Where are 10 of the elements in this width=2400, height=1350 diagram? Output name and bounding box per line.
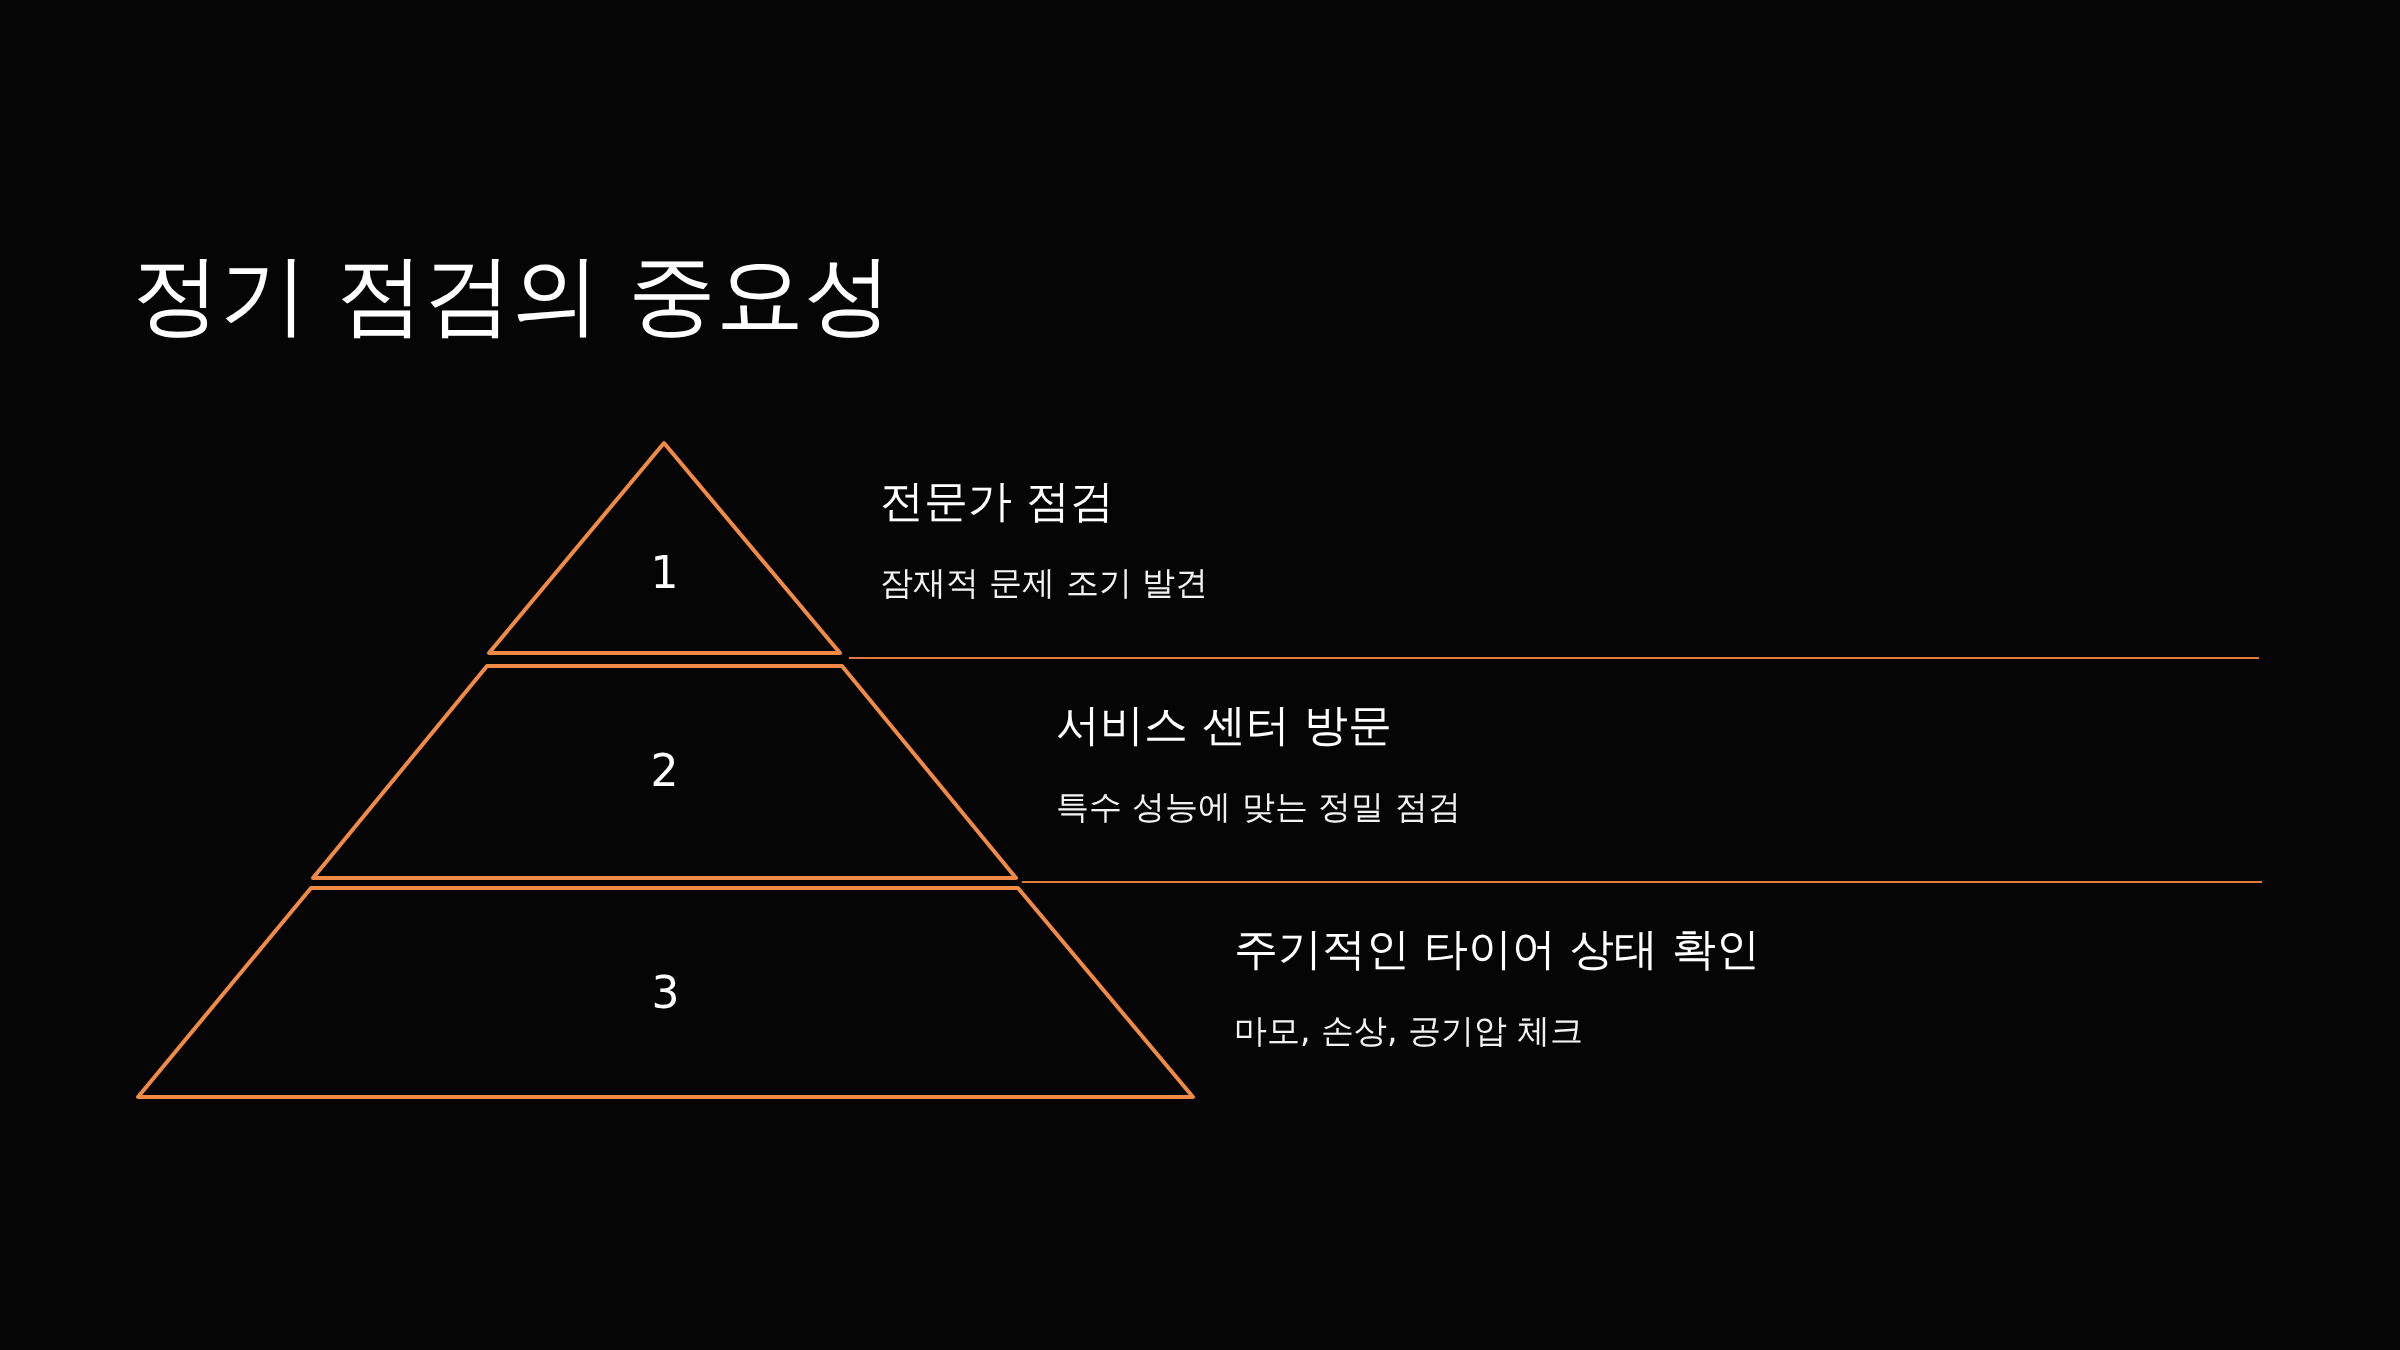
tier-description: 특수 성능에 맞는 정밀 점검 <box>1056 786 1461 828</box>
tier-number: 1 <box>650 546 679 598</box>
tier-heading: 전문가 점검 <box>880 474 1115 528</box>
tier-description: 마모, 손상, 공기압 체크 <box>1234 1010 1585 1052</box>
tier-number: 3 <box>651 966 680 1018</box>
slide-title: 정기 점검의 중요성 <box>132 242 892 348</box>
tier-heading: 주기적인 타이어 상태 확인 <box>1234 922 1760 976</box>
tier-heading: 서비스 센터 방문 <box>1056 698 1393 752</box>
tier-number: 2 <box>650 744 679 796</box>
tier-description: 잠재적 문제 조기 발견 <box>880 562 1209 604</box>
